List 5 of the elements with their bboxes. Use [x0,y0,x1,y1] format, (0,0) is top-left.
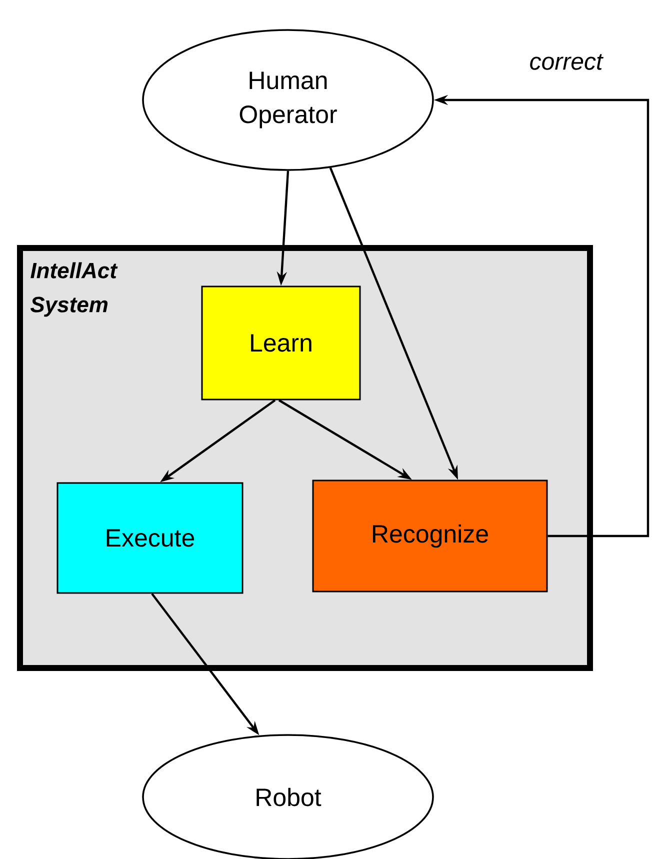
edge-label: correct [528,53,604,71]
ellipse-node: Human Operator [142,29,434,171]
process-box: Execute [56,482,244,594]
process-box: Recognize [312,480,548,592]
process-box: Learn [201,286,361,400]
